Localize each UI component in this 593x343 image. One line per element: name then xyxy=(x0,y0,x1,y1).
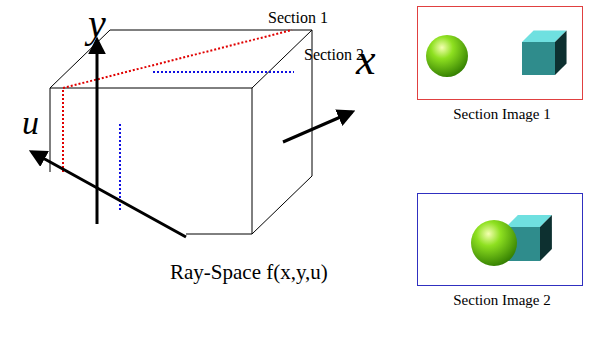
sphere xyxy=(426,35,468,77)
box-edge xyxy=(186,234,252,235)
axis-label: y xyxy=(88,4,106,44)
section-image: Section Image 1 xyxy=(417,6,587,123)
box-edge xyxy=(252,88,253,234)
section-image: Section Image 2 xyxy=(417,193,587,309)
section-label: Section 2 xyxy=(304,47,364,63)
box-edge xyxy=(252,176,312,234)
image-frame xyxy=(417,6,583,100)
cube-face xyxy=(522,42,555,75)
scene xyxy=(418,194,584,287)
section-2-line xyxy=(153,71,294,73)
cube-face xyxy=(540,215,552,261)
sphere xyxy=(471,220,517,266)
x-axis xyxy=(283,112,352,142)
image-frame xyxy=(417,193,583,286)
cube-face xyxy=(555,30,567,75)
y-axis xyxy=(96,40,99,224)
section-label: Section 1 xyxy=(268,10,328,26)
image-caption: Section Image 1 xyxy=(417,106,587,123)
image-caption: Section Image 2 xyxy=(417,292,587,309)
space-label: Ray-Space f(x,y,u) xyxy=(170,262,328,283)
axis-label: u xyxy=(22,106,39,140)
section-2-line xyxy=(119,122,121,210)
box-edge xyxy=(50,88,51,172)
scene xyxy=(418,7,584,101)
u-axis xyxy=(32,152,186,237)
